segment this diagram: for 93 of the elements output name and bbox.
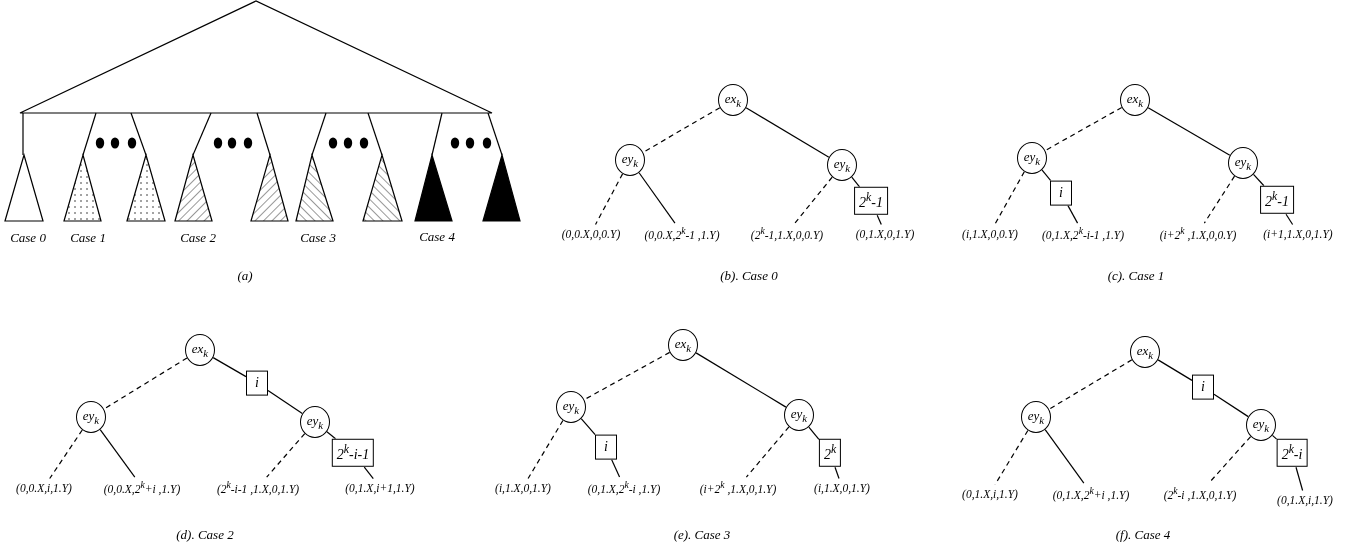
leaf-label: (0,1.X,i,1.Y): [962, 484, 1018, 502]
leaf-label: (0,0.X,0,0.Y): [561, 224, 621, 242]
tree-edge: [611, 458, 621, 478]
leaf-label: (0,1.X,i+1,1.Y): [345, 478, 415, 496]
node-circle: ey$_{k}$: [827, 149, 857, 181]
case-label: Case 4: [419, 229, 455, 245]
leaf-label: (i,1.X,0,1.Y): [814, 478, 870, 496]
case-label: Case 3: [300, 230, 336, 246]
node-circle: ex$_{k}$: [1120, 84, 1150, 116]
node-circle: ey$_{k}$: [615, 144, 645, 176]
case-label: Case 1: [70, 230, 106, 246]
value-box: 2$^{k}$-i: [1276, 438, 1308, 468]
tree-edge: [834, 466, 840, 480]
tree-edge: [267, 389, 303, 415]
tree-edge: [745, 426, 790, 478]
leaf-label: (2$^{k}$-i-1 ,1.X,0,1.Y): [216, 477, 300, 497]
node-circle: ex$_{k}$: [1130, 336, 1160, 368]
node-circle: ex$_{k}$: [718, 84, 748, 116]
tree-edge: [1044, 429, 1085, 484]
tree-edge: [1044, 106, 1123, 152]
tree-edge: [642, 107, 721, 153]
tree-edge: [1203, 175, 1236, 224]
node-circle: ex$_{k}$: [668, 329, 698, 361]
case-label: Case 0: [10, 230, 46, 246]
tree-edge: [326, 431, 337, 440]
leaf-label: (i+1,1.X,0,1.Y): [1263, 224, 1333, 242]
tree-edge: [1271, 434, 1278, 440]
node-circle: ey$_{k}$: [1017, 142, 1047, 174]
value-box: i: [595, 434, 617, 460]
leaf-label: (0,0.X,2$^{k}$-1 ,1.Y): [644, 223, 720, 243]
leaf-label: (i,1.X,0,0.Y): [962, 224, 1018, 242]
tree-edge: [49, 429, 83, 480]
tree-edge: [580, 418, 596, 436]
value-box: i: [1192, 374, 1214, 400]
leaf-label: (i+2$^{k}$ ,1.X,0,0.Y): [1159, 223, 1237, 243]
tree-edge: [266, 433, 306, 478]
tree-edge: [363, 466, 374, 480]
panel-caption: (a): [237, 268, 253, 284]
tree-edge: [695, 352, 787, 408]
tree-edge: [527, 419, 564, 480]
node-circle: ex$_{k}$: [185, 334, 215, 366]
leaf-label: (0,1.X,0,1.Y): [855, 224, 915, 242]
panel-caption: (b). Case 0: [720, 268, 778, 284]
tree-edge: [1048, 359, 1133, 410]
tree-edge: [1147, 107, 1231, 156]
node-circle: ey$_{k}$: [784, 399, 814, 431]
tree-edge: [99, 429, 136, 478]
tree-edge: [1208, 435, 1252, 484]
tree-edge: [1157, 359, 1193, 381]
leaf-label: (0,1.X,2$^{k}$-i-1 ,1.Y): [1041, 223, 1125, 243]
tree-edge: [745, 107, 830, 158]
panel-caption: (c). Case 1: [1107, 268, 1165, 284]
leaf-label: (0,1.X,i,1.Y): [1277, 490, 1333, 508]
node-circle: ey$_{k}$: [1228, 147, 1258, 179]
leaf-label: (0,0.X,i,1.Y): [16, 478, 72, 496]
tree-edge: [1213, 393, 1249, 418]
tree-edge: [103, 357, 188, 410]
value-box: 2$^{k}$-1: [854, 186, 888, 216]
leaf-label: (2$^{k}$-i ,1.X,0,1.Y): [1163, 483, 1237, 503]
value-box: i: [1050, 180, 1072, 206]
node-circle: ey$_{k}$: [1021, 401, 1051, 433]
tree-edge: [1295, 466, 1304, 492]
leaf-label: (i,1.X,0,1.Y): [495, 478, 551, 496]
node-circle: ey$_{k}$: [556, 391, 586, 423]
tree-edge: [1067, 204, 1079, 224]
leaf-label: (0,1.X,2$^{k}$-i ,1.Y): [587, 477, 661, 497]
leaf-label: (i+2$^{k}$ ,1.X,0,1.Y): [699, 477, 777, 497]
panel-caption: (f). Case 4: [1115, 527, 1171, 543]
panel-caption: (e). Case 3: [673, 527, 731, 543]
tree-edge: [1285, 213, 1294, 226]
tree-edge: [638, 172, 676, 224]
tree-edge: [876, 214, 882, 226]
tree-edge: [212, 357, 247, 378]
tree-edge: [594, 173, 624, 226]
tree-edge: [808, 426, 820, 440]
tree-edge: [851, 176, 861, 188]
node-circle: ey$_{k}$: [76, 401, 106, 433]
value-box: 2$^{k}$-i-1: [331, 438, 375, 468]
leaf-label: (0,0.X,2$^{k}$+i ,1.Y): [103, 477, 181, 497]
value-box: i: [246, 370, 268, 396]
panel-caption: (d). Case 2: [176, 527, 234, 543]
case-label: Case 2: [180, 230, 216, 246]
node-circle: ey$_{k}$: [1246, 409, 1276, 441]
value-box: 2$^{k}$: [818, 438, 842, 468]
tree-edge: [1041, 169, 1052, 182]
leaf-label: (2$^{k}$-1,1.X,0,0.Y): [750, 223, 824, 243]
tree-edge: [794, 176, 833, 224]
value-box: 2$^{k}$-1: [1260, 185, 1294, 215]
tree-edge: [1252, 173, 1265, 187]
node-circle: ey$_{k}$: [300, 406, 330, 438]
tree-edge: [994, 171, 1025, 226]
tree-edge: [994, 429, 1029, 486]
leaf-label: (0,1.X,2$^{k}$+i ,1.Y): [1052, 483, 1130, 503]
